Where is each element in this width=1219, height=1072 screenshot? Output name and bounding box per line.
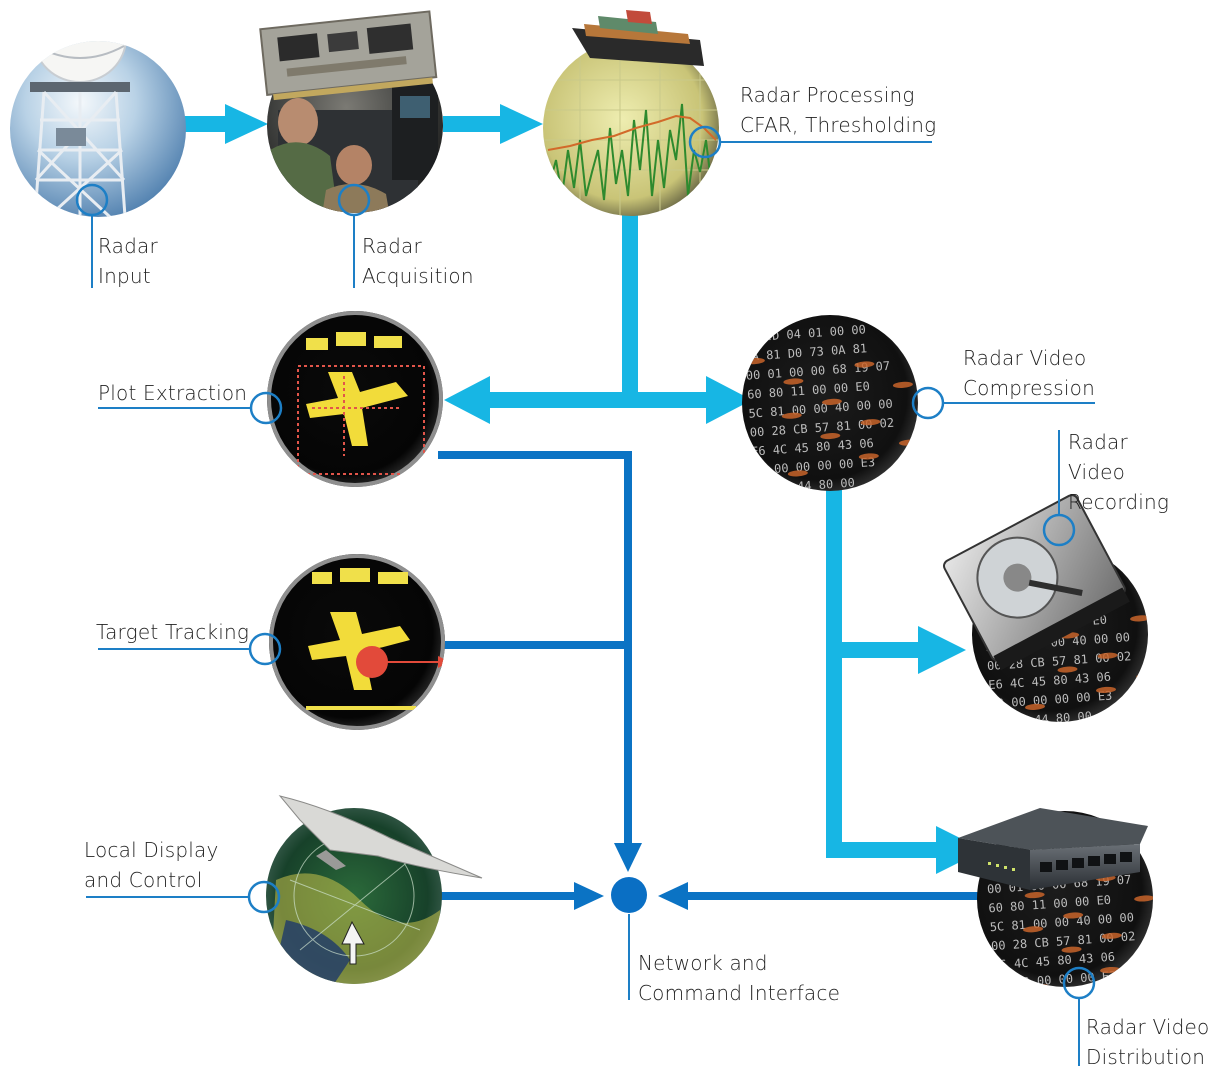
hex-text-line: 00 00 00 00 00 E3 <box>993 969 1117 992</box>
network-hub-icon <box>611 877 647 913</box>
radar-input-label: Radar Input <box>98 234 158 288</box>
noise-speck <box>1061 946 1082 953</box>
callout-local-display <box>86 880 281 914</box>
connector-tracking-to-network <box>440 641 630 649</box>
arrow-distribution-to-network <box>658 882 984 910</box>
noise-speck <box>1097 652 1118 659</box>
noise-speck <box>892 381 913 388</box>
target-tracking-label: Target Tracking <box>96 620 250 644</box>
callout-radar-input <box>75 183 109 288</box>
noise-speck <box>858 453 879 460</box>
hex-text-line: 35 24 44 80 00 <box>995 989 1097 1010</box>
noise-speck <box>1067 1004 1087 1011</box>
noise-speck <box>1134 707 1148 714</box>
noise-speck <box>1140 953 1153 960</box>
radar-video-distribution-label: Radar Video Distribution <box>1086 1015 1210 1069</box>
noise-speck <box>1063 724 1083 731</box>
arrow-display-to-network <box>440 882 604 910</box>
noise-speck <box>897 473 918 480</box>
acquisition-card-icon <box>259 10 443 213</box>
noise-speck <box>860 419 881 426</box>
noise-speck <box>821 398 842 405</box>
callout-radar-acquisition <box>337 183 371 288</box>
noise-speck <box>1101 932 1122 939</box>
radar-acquisition-label: Radar Acquisition <box>362 234 474 288</box>
noise-speck <box>1027 1018 1047 1025</box>
noise-speck <box>786 504 806 511</box>
noise-speck <box>854 361 875 368</box>
noise-speck <box>1025 703 1046 710</box>
connector-plot-to-network <box>438 451 642 872</box>
noise-speck <box>1130 615 1148 622</box>
noise-speck <box>1057 666 1078 673</box>
arrow-acquisition-to-processing <box>443 104 543 144</box>
radar-processing-label: Radar Processing CFAR, Thresholding <box>740 83 937 137</box>
callout-radar-processing <box>688 125 932 159</box>
plot-extraction-label: Plot Extraction <box>98 381 248 405</box>
callout-radar-video-distribution <box>1062 966 1096 1066</box>
callout-radar-video-recording <box>1042 430 1076 547</box>
radar-video-compression-label: Radar Video Compression <box>963 346 1095 400</box>
radar-video-recording-label: Radar Video Recording <box>1068 430 1170 514</box>
noise-speck <box>1023 737 1043 744</box>
arrow-input-to-acquisition <box>185 104 268 144</box>
noise-speck <box>1136 673 1148 680</box>
noise-speck <box>787 470 808 477</box>
radar-display-icon <box>266 795 483 984</box>
hex-text-line: 35 24 44 80 00 <box>991 709 1093 730</box>
network-interface-label: Network and Command Interface <box>638 951 841 1005</box>
noise-speck <box>783 378 804 385</box>
callout-plot-extraction <box>98 391 283 425</box>
local-display-label: Local Display and Control <box>84 838 219 892</box>
noise-speck <box>1096 686 1116 693</box>
noise-speck <box>1063 912 1084 919</box>
callout-target-tracking <box>98 632 282 666</box>
connector-compression-trunk <box>826 486 984 874</box>
noise-speck <box>820 432 841 440</box>
signal-plot-icon <box>543 10 719 216</box>
callout-radar-video-compression <box>911 386 1095 420</box>
noise-speck <box>781 412 802 419</box>
noise-speck <box>1138 987 1158 994</box>
connector-processing-trunk <box>444 208 752 424</box>
aircraft-plot-icon <box>267 311 443 487</box>
noise-speck <box>1023 926 1044 933</box>
aircraft-track-icon <box>269 554 445 730</box>
radar-tower-icon <box>10 41 186 217</box>
noise-speck <box>1024 892 1045 899</box>
noise-speck <box>1134 895 1153 902</box>
